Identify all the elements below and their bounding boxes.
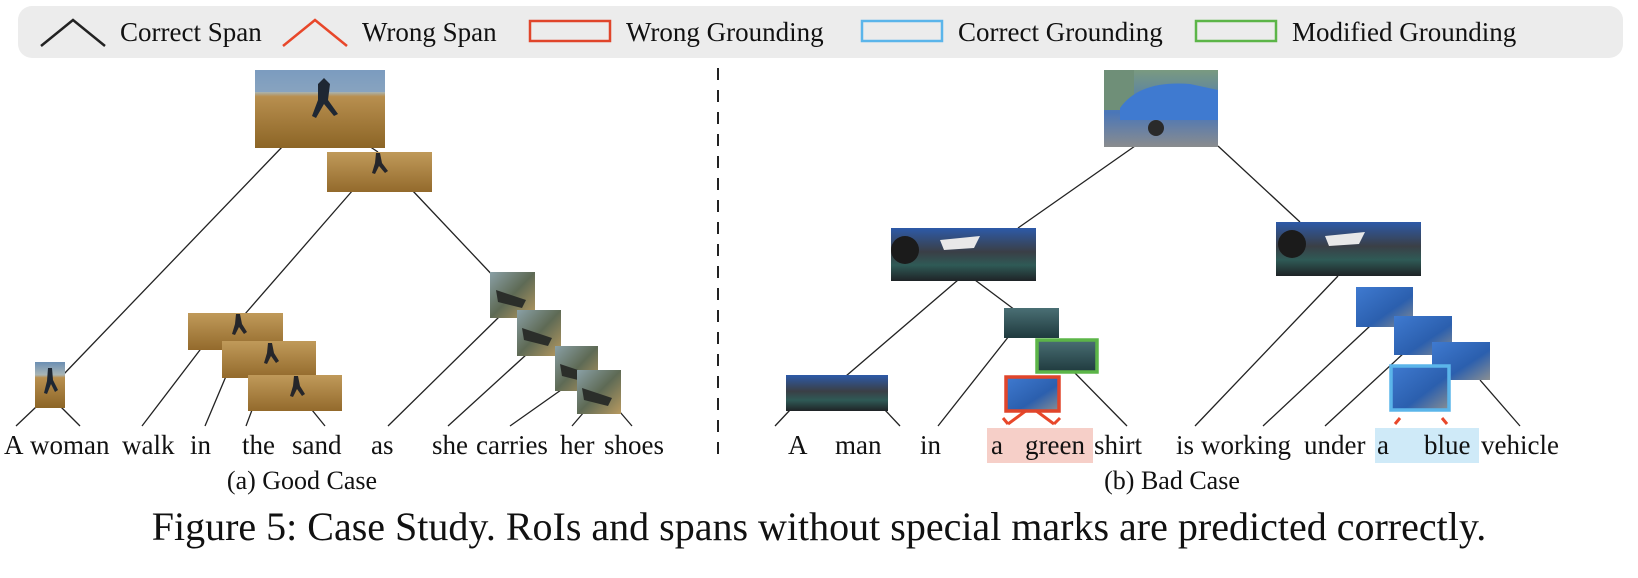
bad-word-is: is (1176, 430, 1194, 460)
bad-word-man: man (835, 430, 882, 460)
good-word-sand: sand (292, 430, 342, 460)
good-word-carries: carries (476, 430, 548, 460)
wrong-grounding-box (528, 19, 612, 43)
bad-roi-shirt (1004, 308, 1059, 338)
wrong-span-mark-right-a (1393, 417, 1402, 425)
correct-span-glyph (40, 18, 106, 47)
good-word-woman: woman (30, 430, 110, 460)
good-roi-stack-shoes (490, 272, 621, 414)
good-roi-walk-span (327, 152, 432, 192)
correct-grounding-box (860, 19, 944, 43)
wrong-span-mark-right-b (1440, 417, 1449, 425)
bad-word-vehicle: vehicle (1481, 430, 1559, 460)
bad-case-label: (b) Bad Case (1104, 466, 1240, 495)
bad-case-edges (774, 145, 1521, 427)
good-word-shoes: shoes (604, 430, 664, 460)
bad-word-under: under (1304, 430, 1365, 460)
legend-modified-grounding: Modified Grounding (1194, 6, 1516, 58)
bad-word-a-2: a (991, 430, 1003, 460)
legend-label-correct-grounding: Correct Grounding (958, 16, 1163, 47)
good-word-her: her (560, 430, 594, 460)
legend-wrong-span: Wrong Span (280, 6, 497, 58)
bad-case-words: A man in a green shirt is working under … (788, 430, 1559, 460)
legend-label-correct-span: Correct Span (120, 16, 262, 47)
modified-grounding-box (1194, 19, 1278, 43)
bad-word-blue: blue (1424, 430, 1471, 460)
bad-roi-stack-vehicle (1356, 287, 1490, 412)
bad-roi-man-in-shirt (891, 228, 1036, 281)
good-roi-woman (35, 362, 65, 408)
wrong-span-glyph (282, 18, 348, 47)
good-word-in: in (190, 430, 212, 460)
legend-wrong-grounding: Wrong Grounding (528, 6, 824, 58)
good-word-she: she (432, 430, 468, 460)
good-case-label: (a) Good Case (227, 466, 377, 495)
good-roi-root (255, 70, 385, 148)
bad-word-shirt: shirt (1094, 430, 1143, 460)
good-case-tree: A woman walk in the sand as she carries … (4, 70, 664, 495)
bad-word-in: in (920, 430, 942, 460)
correct-grounding-frame (1389, 364, 1451, 412)
bad-roi-wrong-grounding (1004, 375, 1061, 413)
correct-span-highlight (1375, 428, 1479, 463)
bad-roi-is-working-under (1276, 222, 1421, 276)
bad-roi-modified-grounding (1035, 338, 1099, 374)
legend-correct-grounding: Correct Grounding (860, 6, 1163, 58)
bad-case-tree: A man in a green shirt is working under … (774, 70, 1559, 495)
good-word-a: A (4, 430, 24, 460)
good-roi-stack-walk-in-sand (188, 313, 342, 411)
legend-label-wrong-span: Wrong Span (362, 16, 497, 47)
good-case-edges (15, 145, 633, 427)
legend-label-wrong-grounding: Wrong Grounding (626, 16, 824, 47)
bad-word-working: working (1201, 430, 1291, 460)
case-study-diagram: A woman walk in the sand as she carries … (4, 68, 1559, 495)
wrong-span-highlight (987, 428, 1093, 463)
good-word-the: the (242, 430, 275, 460)
bad-word-a: A (788, 430, 808, 460)
legend: Correct Span Wrong Span Wrong Grounding … (18, 6, 1623, 58)
figure-caption: Figure 5: Case Study. RoIs and spans wit… (151, 504, 1487, 549)
bad-word-a-3: a (1377, 430, 1389, 460)
bad-roi-a-man (786, 375, 888, 411)
good-case-words: A woman walk in the sand as she carries … (4, 430, 664, 460)
good-word-as: as (371, 430, 394, 460)
bad-word-green: green (1025, 430, 1085, 460)
bad-roi-root (1104, 70, 1218, 147)
legend-correct-span: Correct Span (38, 6, 262, 58)
legend-label-modified-grounding: Modified Grounding (1292, 16, 1517, 47)
good-word-walk: walk (122, 430, 175, 460)
